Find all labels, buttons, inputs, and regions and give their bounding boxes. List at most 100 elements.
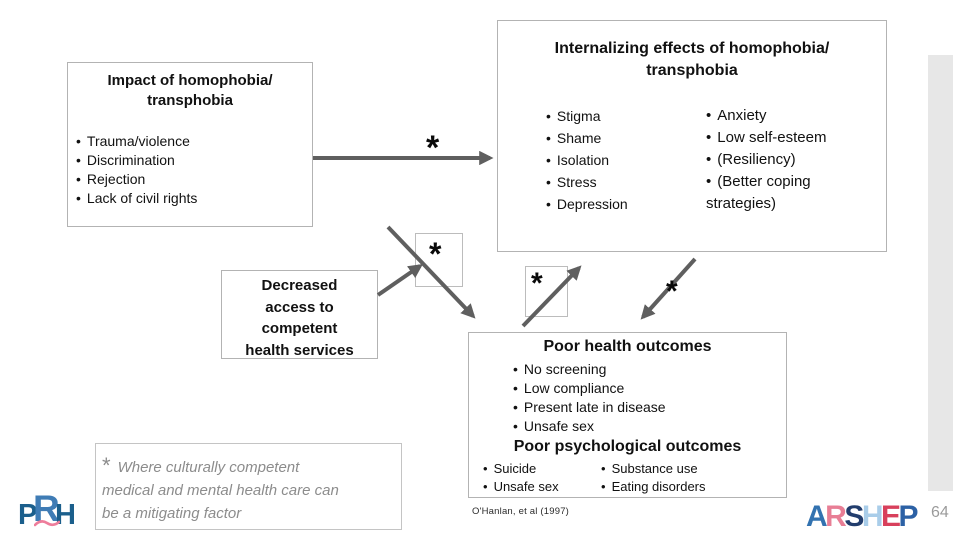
psych-bullet-unsafe-sex: Unsafe sex bbox=[493, 479, 559, 494]
psych-bullet-eating-disorders: Eating disorders bbox=[611, 479, 706, 494]
list-item: •(Better coping bbox=[706, 171, 871, 193]
list-item: • Stigma bbox=[546, 105, 706, 127]
decreased-line2: access to bbox=[265, 298, 334, 316]
internalizing-columns: •Stigma •Shame •Isolation •Stress •Depre… bbox=[498, 105, 886, 215]
bullet-marker: • bbox=[546, 130, 551, 146]
impact-bullet-3: Rejection bbox=[86, 171, 146, 187]
asterisk-marker: * bbox=[426, 129, 440, 167]
bullet-marker: • bbox=[513, 418, 518, 434]
list-item: • Depression bbox=[546, 193, 706, 215]
impact-bullet-4: Lack of civil rights bbox=[86, 190, 198, 206]
psych-bullet-substance-use: Substance use bbox=[611, 461, 698, 476]
list-item: • Trauma/violence bbox=[76, 132, 312, 151]
note-asterisk: * bbox=[102, 453, 111, 478]
bullet-marker: • bbox=[706, 151, 712, 168]
prh-letter-h: H bbox=[55, 499, 76, 531]
arrow-decreased-access-up bbox=[376, 263, 423, 297]
list-item: • No screening bbox=[513, 360, 786, 379]
bullet-marker: • bbox=[76, 171, 81, 187]
list-item: • Unsafe sex bbox=[513, 417, 786, 436]
decreased-line1: Decreased bbox=[261, 277, 338, 294]
list-item: • Lack of civil rights bbox=[76, 189, 312, 208]
internalizing-right-column: •Anxiety •Low self-esteem •(Resiliency) … bbox=[706, 105, 871, 215]
bullet-marker: • bbox=[513, 361, 518, 377]
prh-letter-p: P bbox=[18, 499, 38, 531]
bullet-marker: • bbox=[76, 152, 81, 168]
prh-logo: P R H bbox=[14, 488, 98, 536]
right-side-gray-bar bbox=[928, 55, 953, 491]
internalizing-left-3: Isolation bbox=[556, 152, 610, 168]
list-item: • Unsafe sex bbox=[483, 478, 601, 496]
internalizing-right-3: (Resiliency) bbox=[717, 151, 796, 168]
list-item: • Low self-esteem bbox=[706, 127, 871, 149]
list-item: • Isolation bbox=[546, 149, 706, 171]
internalizing-left-1: Stigma bbox=[556, 108, 601, 124]
internalizing-title-line1: Internalizing effects of homophobia/ bbox=[554, 40, 830, 57]
note-line-2: medical and mental health care can bbox=[102, 482, 339, 499]
decreased-access-box: Decreased access to competent health ser… bbox=[221, 270, 378, 359]
bullet-marker: • bbox=[483, 461, 488, 476]
impact-bullet-2: Discrimination bbox=[86, 152, 175, 168]
bullet-marker: • bbox=[706, 129, 712, 146]
internalizing-left-2: Shame bbox=[556, 130, 602, 146]
internalizing-box: Internalizing effects of homophobia/ tra… bbox=[497, 20, 887, 252]
health-bullet-1: No screening bbox=[523, 361, 607, 377]
psych-left-column: • Suicide • Unsafe sex bbox=[483, 460, 601, 496]
bullet-marker: • bbox=[513, 380, 518, 396]
citation-text: O'Hanlan, et al (1997) bbox=[472, 506, 570, 517]
psych-bullet-suicide: Suicide bbox=[493, 461, 537, 476]
psych-right-column: • Substance use • Eating disorders bbox=[601, 460, 706, 496]
list-item: •Present late in disease bbox=[513, 398, 786, 417]
list-item: • Low compliance bbox=[513, 379, 786, 398]
bullet-marker: • bbox=[601, 479, 606, 494]
impact-title-line2: transphobia bbox=[147, 92, 233, 109]
list-item: • (Resiliency) bbox=[706, 149, 871, 171]
impact-bullet-list: • Trauma/violence • Discrimination • Reject… bbox=[76, 132, 312, 208]
arshep-letter-p: P bbox=[898, 500, 919, 533]
impact-title-line1: Impact of homophobia/ bbox=[107, 72, 273, 89]
poor-health-outcomes-title: Poor health outcomes bbox=[543, 338, 712, 355]
list-item: • Discrimination bbox=[76, 151, 312, 170]
bullet-marker: • bbox=[706, 107, 712, 124]
outcomes-box: Poor health outcomes • No screening • Low … bbox=[468, 332, 787, 498]
internalizing-right-continuation: strategies) bbox=[706, 195, 777, 212]
arshep-logo: ARSHEP bbox=[806, 500, 919, 534]
impact-box-title: Impact of homophobia/ transphobia bbox=[68, 71, 312, 111]
psych-columns: • Suicide • Unsafe sex • Substance use • Eat… bbox=[483, 460, 786, 496]
internalizing-left-5: Depression bbox=[556, 196, 628, 212]
list-item: • Substance use bbox=[601, 460, 706, 478]
health-bullet-2: Low compliance bbox=[523, 380, 625, 396]
arshep-letter-s: S bbox=[844, 500, 864, 533]
bullet-marker: • bbox=[546, 108, 551, 124]
bullet-marker: • bbox=[546, 196, 551, 212]
bullet-marker: • bbox=[601, 461, 606, 476]
prh-wave-icon bbox=[34, 520, 60, 527]
internalizing-left-4: Stress bbox=[556, 174, 597, 190]
note-line-3: be a mitigating factor bbox=[102, 505, 242, 522]
note-line-1: *Where culturally competent bbox=[102, 453, 401, 479]
internalizing-title-line2: transphobia bbox=[646, 62, 738, 79]
health-bullet-4: Unsafe sex bbox=[523, 418, 594, 434]
bullet-marker: • bbox=[76, 190, 81, 206]
asterisk-marker: * bbox=[429, 236, 442, 272]
bullet-marker: • bbox=[483, 479, 488, 494]
bullet-marker: • bbox=[546, 152, 551, 168]
internalizing-left-column: • Stigma • Shame • Isolation •Stress • Depre… bbox=[546, 105, 706, 215]
arshep-letter-h: H bbox=[861, 500, 884, 533]
decreased-line4: health services bbox=[245, 341, 354, 359]
health-bullet-list: • No screening • Low compliance •Present l… bbox=[513, 360, 786, 436]
internalizing-box-title: Internalizing effects of homophobia/ tra… bbox=[498, 38, 886, 82]
list-item: • Suicide bbox=[483, 460, 601, 478]
list-item: •Anxiety bbox=[706, 105, 871, 127]
list-item: • Eating disorders bbox=[601, 478, 706, 496]
poor-psychological-outcomes-title: Poor psychological outcomes bbox=[513, 438, 742, 455]
list-item: •Stress bbox=[546, 171, 706, 193]
impact-bullet-1: Trauma/violence bbox=[86, 133, 190, 149]
list-item: • Rejection bbox=[76, 170, 312, 189]
decreased-line3: competent bbox=[261, 320, 338, 337]
list-item: • Shame bbox=[546, 127, 706, 149]
internalizing-right-2: Low self-esteem bbox=[717, 129, 827, 146]
page-number: 64 bbox=[931, 504, 949, 521]
bullet-marker: • bbox=[76, 133, 81, 149]
